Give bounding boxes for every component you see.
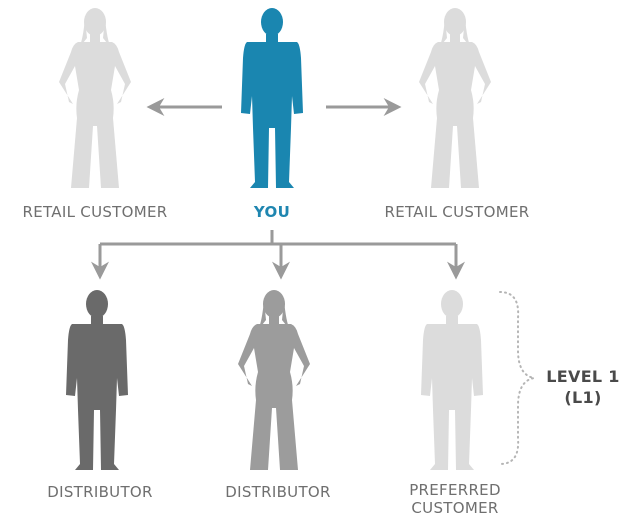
- preferred-customer-label-line2: CUSTOMER: [411, 499, 499, 517]
- level1-title: LEVEL 1: [546, 367, 620, 386]
- you-label: YOU: [253, 203, 291, 221]
- distributor-1-label: DISTRIBUTOR: [47, 483, 153, 501]
- retail-customer-left-figure: [59, 8, 131, 188]
- distributor-2-label: DISTRIBUTOR: [225, 483, 331, 501]
- preferred-customer-label-line1: PREFERRED: [409, 481, 501, 499]
- level1-brace: [499, 291, 535, 465]
- distributor-2-figure: [238, 290, 310, 470]
- level1-subtitle: (L1): [564, 388, 602, 407]
- retail-customer-right-label: RETAIL CUSTOMER: [384, 203, 530, 221]
- retail-customer-left-label: RETAIL CUSTOMER: [22, 203, 168, 221]
- you-figure: [241, 8, 303, 188]
- preferred-customer-figure: [421, 290, 483, 470]
- level1-connector: [91, 230, 465, 280]
- distributor-1-figure: [66, 290, 128, 470]
- retail-customer-right-figure: [419, 8, 491, 188]
